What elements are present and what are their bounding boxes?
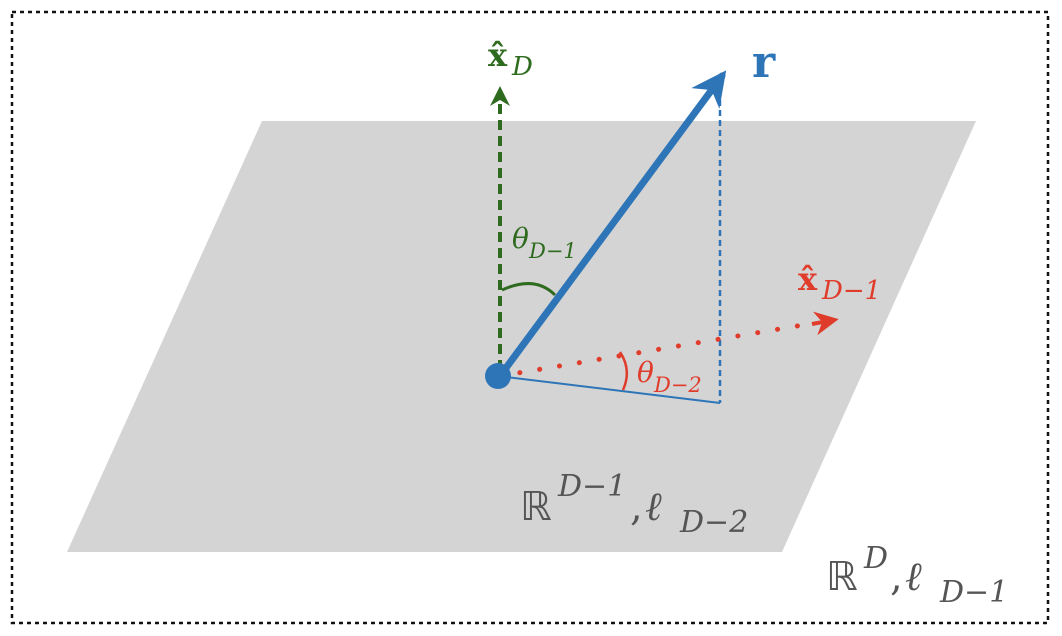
outer-space-label: ℝ D , ℓ D−1 — [826, 541, 1008, 610]
x-hat-d-minus-1-axis — [497, 320, 818, 379]
x-hat-d-minus-1-label: x̂ D−1 — [798, 260, 881, 306]
x-hat-d-label: x̂ D — [488, 36, 533, 82]
vector-r — [496, 70, 727, 380]
origin-point — [485, 363, 511, 389]
theta-d-minus-2-arc — [618, 351, 629, 391]
theta-d-minus-1-arc — [501, 282, 557, 297]
subspace-plane — [67, 121, 976, 552]
plane-space-label: ℝ D−1 , ℓ D−2 — [520, 469, 748, 540]
vector-r-label: r — [752, 37, 776, 88]
theta-d-minus-2-label: θ D−2 — [637, 356, 702, 397]
x-hat-d-minus-1-arrowhead — [811, 311, 839, 336]
projected-vector — [497, 375, 721, 404]
theta-d-minus-1-label: θ D−1 — [512, 222, 577, 263]
